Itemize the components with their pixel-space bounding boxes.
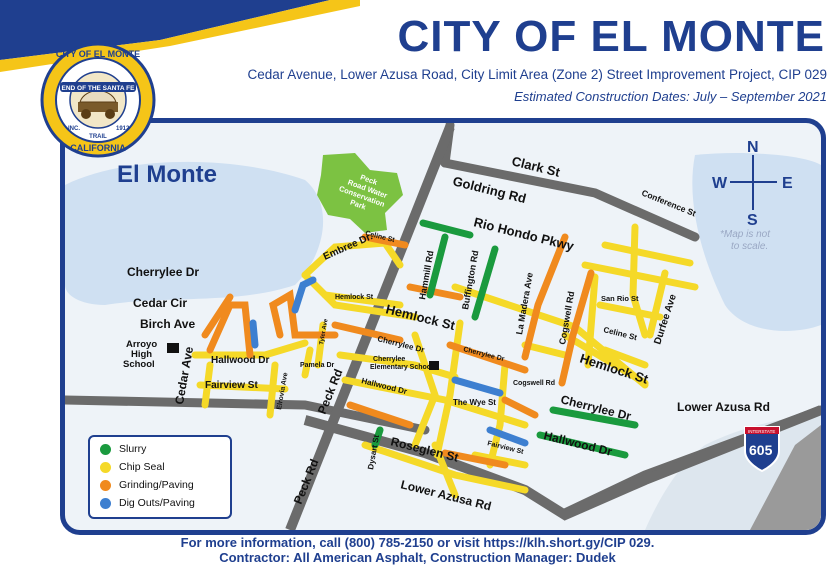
street-celine-right: Celine St <box>603 325 639 342</box>
compass-n: N <box>747 139 759 156</box>
legend-swatch-grinding <box>100 479 111 491</box>
legend-swatch-dig-outs <box>100 497 111 509</box>
scale-note-1: *Map is not <box>720 229 771 240</box>
seal-bottom: CALIFORNIA <box>70 143 126 153</box>
school-arroyo: Arroyo High School <box>123 339 157 370</box>
svg-text:High: High <box>131 349 152 360</box>
street-cherrylee: Cherrylee Dr <box>127 265 199 279</box>
legend-item-slurry: Slurry <box>100 442 146 456</box>
street-cogswell-small: Cogswell Rd <box>513 380 555 387</box>
footer: For more information, call (800) 785-215… <box>0 535 835 565</box>
conservation-park <box>317 153 403 233</box>
grinding-streets <box>201 233 595 469</box>
legend-item-grinding: Grinding/Paving <box>100 478 194 492</box>
water-area-right <box>692 153 821 331</box>
map-legend: Slurry Chip Seal Grinding/Paving Dig Out… <box>88 435 232 519</box>
area-label: El Monte <box>117 161 217 188</box>
water-area-left <box>65 161 324 305</box>
street-rio-hondo: Rio Hondo Pkwy <box>472 214 576 254</box>
street-lower-azusa-right: Lower Azusa Rd <box>677 400 770 414</box>
project-subtitle: Cedar Avenue, Lower Azusa Road, City Lim… <box>247 67 827 82</box>
peck-road <box>285 125 455 530</box>
school-icon <box>429 361 439 370</box>
street-cedar-cir: Cedar Cir <box>133 296 187 310</box>
freeway-605 <box>750 425 821 530</box>
street-hemlock-main: Hemlock St <box>384 301 457 333</box>
school-icon <box>167 343 179 353</box>
digout-streets <box>249 276 529 447</box>
seal-top: CITY OF EL MONTE <box>56 49 140 59</box>
scale-note-2: to scale. <box>731 241 768 252</box>
lower-azusa-road <box>303 405 821 521</box>
legend-swatch-chip-seal <box>100 461 111 473</box>
street-hemlock-small: Hemlock St <box>335 294 374 301</box>
page-title: CITY OF EL MONTE <box>397 12 825 61</box>
svg-text:INTERSTATE: INTERSTATE <box>748 429 775 434</box>
street-san-rio: San Rio St <box>601 294 639 303</box>
interstate-605-shield: INTERSTATE 605 <box>744 426 780 473</box>
compass-rose <box>730 155 777 210</box>
svg-text:Arroyo: Arroyo <box>126 339 157 350</box>
street-fairview-left: Fairview St <box>205 380 258 391</box>
legend-item-chip-seal: Chip Seal <box>100 460 165 474</box>
svg-text:Cherrylee: Cherrylee <box>373 356 405 363</box>
street-wye: The Wye St <box>453 398 496 407</box>
compass-e: E <box>782 175 793 192</box>
street-hallwood-left: Hallwood Dr <box>211 355 269 366</box>
compass-s: S <box>747 212 758 229</box>
street-pamela: Pamela Dr <box>300 362 335 369</box>
map-canvas: N S W E *Map is not to scale. El Monte P… <box>65 123 821 530</box>
street-peck-low: Peck Rd <box>291 457 322 506</box>
seal-ribbon: END OF THE SANTA FE <box>62 85 136 92</box>
seal-trail: TRAIL <box>89 134 107 140</box>
school-cherrylee: Cherrylee Elementary School <box>370 356 433 371</box>
footer-info: For more information, call (800) 785-215… <box>180 535 655 550</box>
city-seal-logo: END OF THE SANTA FE CITY OF EL MONTE INC… <box>40 42 156 158</box>
legend-item-dig-outs: Dig Outs/Paving <box>100 496 195 510</box>
street-hallwood-mid: Hallwood Dr <box>361 376 408 396</box>
svg-text:Elementary School: Elementary School <box>370 364 433 371</box>
seal-year: 1912 <box>116 126 130 132</box>
street-tyler: Tyler Ave <box>319 318 330 345</box>
slurry-streets <box>371 219 639 459</box>
street-birch: Birch Ave <box>140 317 195 331</box>
footer-contractor: Contractor: All American Asphalt, Constr… <box>219 550 616 565</box>
compass-w: W <box>712 175 728 192</box>
construction-dates: Estimated Construction Dates: July – Sep… <box>514 89 827 104</box>
street-cedar-ave: Cedar Ave <box>172 345 196 405</box>
legend-swatch-slurry <box>100 443 111 455</box>
svg-text:605: 605 <box>749 442 773 458</box>
seal-inc: INC. <box>68 126 80 132</box>
svg-text:School: School <box>123 359 155 370</box>
street-hallwood-right: Hallwood Dr <box>542 428 614 459</box>
